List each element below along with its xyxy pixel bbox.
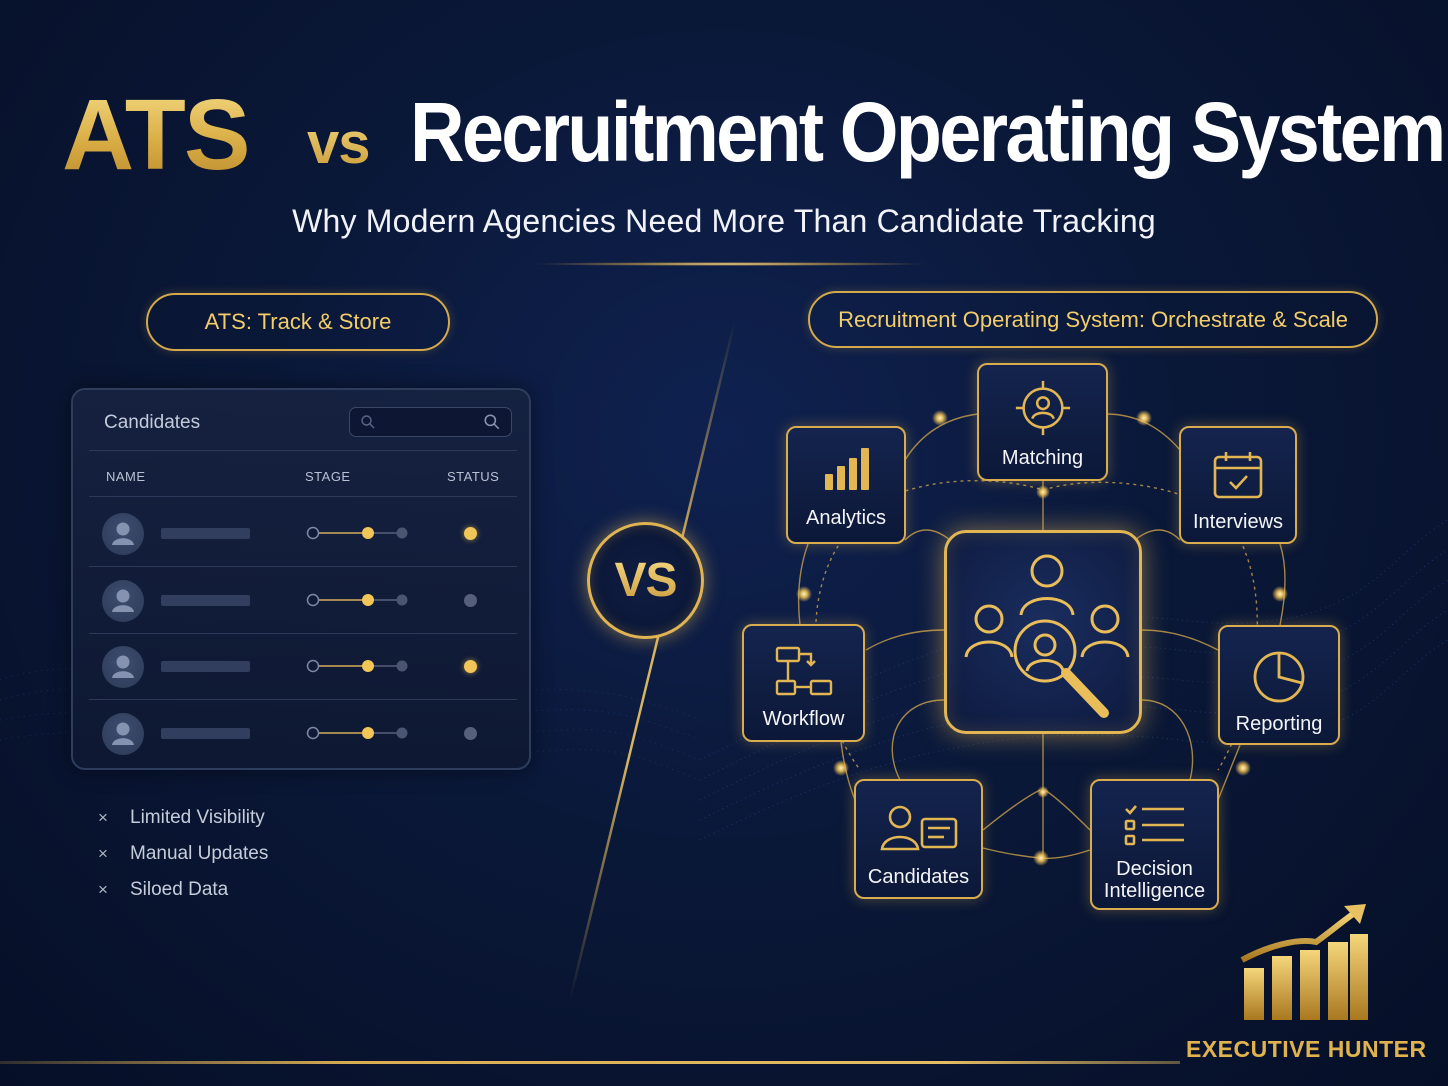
divider [89, 496, 517, 497]
stage-progress [306, 659, 408, 673]
stage-progress [306, 593, 408, 607]
node-reporting: Reporting [1218, 625, 1340, 745]
status-badge [464, 594, 477, 607]
table-row[interactable] [89, 700, 517, 766]
subtitle-divider [530, 262, 930, 266]
title-ros: Recruitment Operating System [410, 85, 1446, 179]
avatar [102, 646, 144, 688]
node-candidates: Candidates [854, 779, 983, 899]
bottom-divider [0, 1061, 1180, 1064]
bar-chart-icon [825, 448, 869, 490]
node-label: Intelligence [1103, 880, 1206, 902]
title-ats: ATS [62, 79, 251, 191]
node-decision-intelligence: Decision Intelligence [1090, 779, 1219, 910]
calendar-check-icon [1213, 452, 1263, 499]
search-icon[interactable] [483, 413, 501, 431]
name-placeholder [161, 528, 250, 539]
target-person-icon [1015, 380, 1070, 436]
search-icon [361, 415, 375, 429]
node-label: Reporting [1235, 713, 1323, 735]
node-label: Decision [1116, 858, 1193, 880]
stage-progress [306, 526, 408, 540]
status-badge [464, 527, 477, 540]
column-header-status: STATUS [447, 469, 500, 484]
node-label: Interviews [1192, 511, 1284, 533]
name-placeholder [161, 728, 250, 739]
title-vs: vs [307, 111, 371, 176]
stage-progress [306, 726, 408, 740]
cross-icon: × [98, 880, 108, 899]
ros-pill: Recruitment Operating System: Orchestrat… [808, 291, 1378, 348]
limitation-text: Siloed Data [130, 879, 229, 900]
node-interviews: Interviews [1179, 426, 1297, 544]
status-badge [464, 660, 477, 673]
limitations-list: × Limited Visibility × Manual Updates × … [98, 800, 268, 908]
people-search-icon [964, 554, 1130, 718]
divider [89, 699, 517, 700]
node-analytics: Analytics [786, 426, 906, 544]
id-card-icon [880, 805, 957, 851]
checklist-icon [1124, 805, 1184, 846]
user-icon [112, 722, 134, 745]
avatar [102, 713, 144, 755]
user-icon [112, 655, 134, 678]
divider [89, 566, 517, 567]
name-placeholder [161, 661, 250, 672]
ats-pill: ATS: Track & Store [146, 293, 450, 351]
table-row[interactable] [89, 567, 517, 633]
cross-icon: × [98, 844, 108, 863]
flowchart-icon [775, 646, 832, 696]
limitation-text: Manual Updates [130, 843, 269, 864]
limitation-text: Limited Visibility [130, 807, 265, 828]
list-item: × Siloed Data [98, 872, 268, 908]
name-placeholder [161, 595, 250, 606]
column-header-name: NAME [106, 469, 146, 484]
node-label: Workflow [762, 708, 845, 730]
node-label: Analytics [805, 507, 887, 529]
search-input[interactable] [349, 407, 512, 437]
divider [89, 633, 517, 634]
table-row[interactable] [89, 633, 517, 699]
vs-badge-text: VS [614, 554, 677, 607]
node-workflow: Workflow [742, 624, 865, 742]
divider [89, 450, 517, 451]
vs-badge: VS [587, 522, 704, 639]
brand-name: EXECUTIVE HUNTER [1186, 1036, 1427, 1062]
center-hub [944, 530, 1142, 734]
node-label: Candidates [867, 866, 970, 888]
user-icon [112, 522, 134, 545]
subtitle: Why Modern Agencies Need More Than Candi… [292, 203, 1156, 239]
column-header-stage: STAGE [305, 469, 351, 484]
table-row[interactable] [89, 500, 517, 566]
avatar [102, 580, 144, 622]
pie-chart-icon [1253, 651, 1305, 703]
candidates-panel: Candidates NAME STAGE STATUS [71, 388, 531, 770]
cross-icon: × [98, 808, 108, 827]
node-label: Matching [1001, 447, 1084, 469]
list-item: × Manual Updates [98, 836, 268, 872]
list-item: × Limited Visibility [98, 800, 268, 836]
panel-title: Candidates [104, 412, 201, 433]
rising-bars-arrow-icon [1240, 904, 1368, 1020]
node-matching: Matching [977, 363, 1108, 481]
user-icon [112, 589, 134, 612]
page-title: ATS vs Recruitment Operating System [0, 70, 1448, 200]
status-badge [464, 727, 477, 740]
avatar [102, 513, 144, 555]
